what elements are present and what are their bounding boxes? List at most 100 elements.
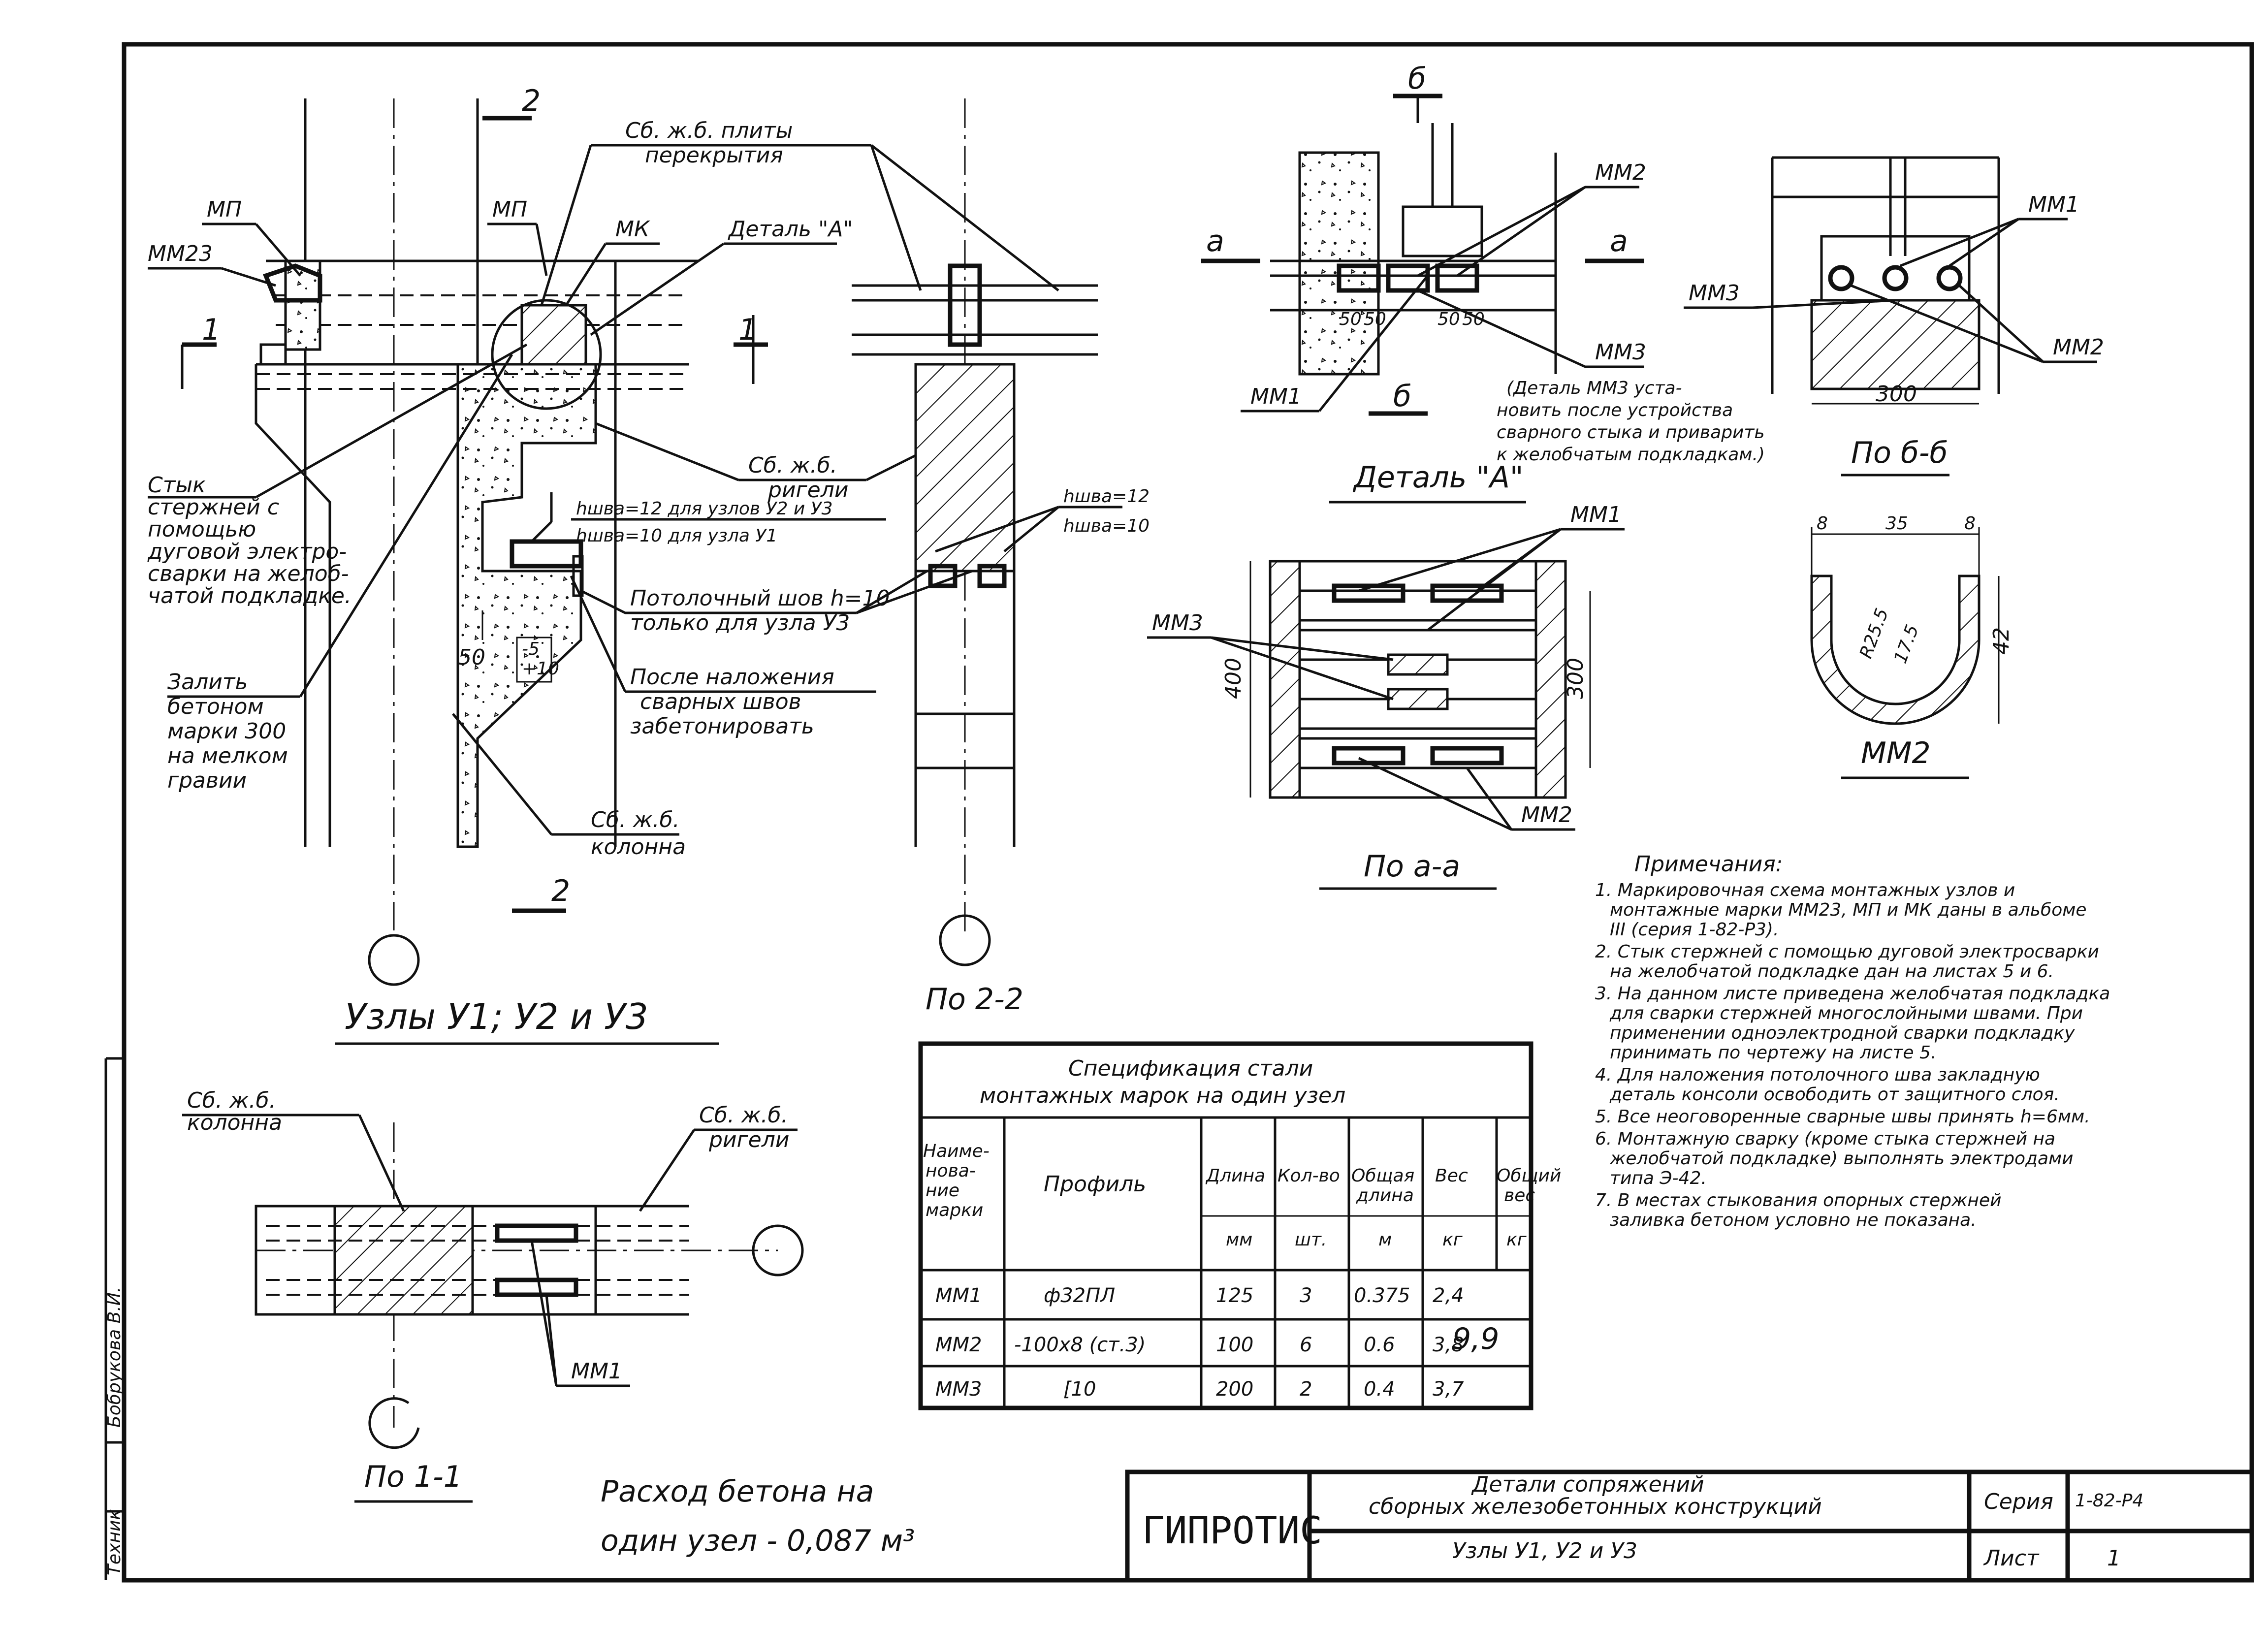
svg-text:Детали сопряжений: Детали сопряжений	[1471, 1472, 1704, 1497]
svg-text:Серия: Серия	[1984, 1489, 2053, 1514]
svg-text:Потолочный шов h=10: Потолочный шов h=10	[630, 586, 890, 611]
svg-text:Длина: Длина	[1205, 1166, 1265, 1186]
svg-text:[10: [10	[1063, 1378, 1096, 1401]
spec-table: Спецификация стали монтажных марок на од…	[918, 1041, 1561, 1410]
svg-text:35: 35	[1885, 513, 1908, 534]
svg-text:типа Э-42.: типа Э-42.	[1610, 1168, 1707, 1188]
svg-text:Сб. ж.б.: Сб. ж.б.	[591, 807, 680, 832]
svg-text:гравии: гравии	[167, 768, 247, 793]
svg-text:длина: длина	[1356, 1185, 1414, 1206]
bb-mm3: ММ3	[1689, 281, 1740, 306]
aa-title: По а-а	[1364, 849, 1460, 884]
table-row: ММ2 -100х8 (ст.3) 100 6 0.6 3,8	[935, 1334, 1464, 1356]
mm2-title: ММ2	[1861, 736, 1931, 770]
svg-text:вес: вес	[1504, 1185, 1535, 1206]
label-slab-1: Сб. ж.б. плиты	[625, 118, 793, 143]
beam-note-main: Сб. ж.б. ригели	[595, 422, 961, 503]
svg-text:кг: кг	[1506, 1230, 1527, 1250]
svg-text:Расход бетона на: Расход бетона на	[601, 1474, 874, 1509]
svg-text:Общий: Общий	[1497, 1166, 1561, 1186]
aa-mm3: ММ3	[1152, 610, 1203, 636]
svg-text:8: 8	[1964, 513, 1976, 534]
svg-text:мм: мм	[1226, 1230, 1252, 1250]
svg-text:сборных железобетонных конст: сборных железобетонных конструкций	[1369, 1494, 1822, 1519]
svg-text:После наложения: После наложения	[630, 665, 834, 690]
side-stamp: Бобрукова В.И. Техник	[104, 1057, 125, 1580]
svg-text:0.375: 0.375	[1354, 1284, 1410, 1307]
section-aa: 400 300 ММ1 ММ3 ММ2 По а-а	[1147, 502, 1625, 890]
svg-text:17.5: 17.5	[1890, 622, 1923, 666]
after-weld-note: После наложения сварных швов забетониров…	[570, 575, 876, 739]
svg-text:применении одноэлектродной сва: применении одноэлектродной сварки подкла…	[1610, 1023, 2075, 1043]
svg-text:нова-: нова-	[926, 1161, 976, 1181]
label-mp: МП	[492, 197, 527, 222]
svg-text:колонна: колонна	[591, 834, 686, 860]
aa-mm2: ММ2	[1521, 802, 1572, 828]
svg-text:Наиме-: Наиме-	[923, 1141, 990, 1161]
svg-text:0.6: 0.6	[1364, 1334, 1395, 1356]
svg-text:42: 42	[1989, 627, 2014, 655]
rib-joint	[948, 263, 982, 347]
svg-text:100: 100	[1216, 1334, 1253, 1356]
notes-block: Примечания: 1. Маркировочная схема монта…	[1595, 852, 2110, 1230]
weld-22-a: hшва=12	[1063, 486, 1150, 507]
axis-bubble-22	[939, 914, 991, 966]
svg-text:2: 2	[1300, 1378, 1312, 1401]
svg-text:один узел - 0,087 м³: один узел - 0,087 м³	[601, 1524, 915, 1558]
column-11-fill	[333, 1205, 474, 1316]
detail-a-view: б а а б 50 50 50 50 ММ2 ММ3 ММ1 (Деталь …	[1201, 62, 1765, 504]
svg-text:б: б	[1408, 62, 1426, 96]
console-plate	[510, 539, 583, 569]
svg-text:Стык: Стык	[148, 473, 206, 498]
svg-text:для сварки стержней многослойн: для сварки стержней многослойными швами.…	[1609, 1003, 2083, 1023]
concrete-consumption: Расход бетона на один узел - 0,087 м³	[601, 1474, 915, 1558]
svg-text:ние: ние	[926, 1181, 959, 1201]
aa-right-wall	[1534, 560, 1567, 799]
svg-text:ригели: ригели	[767, 478, 848, 503]
svg-text:Лист: Лист	[1983, 1546, 2040, 1571]
dim-50: 50 -5 +10	[457, 610, 559, 683]
svg-text:7. В местах стыкования опорных: 7. В местах стыкования опорных стержней	[1595, 1190, 2002, 1211]
svg-text:монтажные марки ММ23, МП и МК: монтажные марки ММ23, МП и МК даны в аль…	[1610, 900, 2087, 920]
total-weight: 9,9	[1452, 1322, 1499, 1356]
svg-text:3,7: 3,7	[1433, 1378, 1464, 1401]
column-console-fill	[456, 363, 597, 848]
svg-text:помощью: помощью	[148, 517, 256, 542]
svg-text:200: 200	[1216, 1378, 1253, 1401]
section-11-title: По 1-1	[364, 1460, 462, 1494]
axis-bubble-11-bottom	[368, 1397, 420, 1449]
notes-title: Примечания:	[1634, 852, 1783, 877]
bb-mm1: ММ1	[2028, 192, 2079, 217]
stamp-role: Техник	[104, 1509, 125, 1575]
detail-a-mm2: ММ2	[1595, 160, 1646, 185]
svg-text:125: 125	[1216, 1284, 1253, 1307]
beam-section-fill	[914, 363, 1016, 573]
title-block: ГИПРОТИС Детали сопряжений сборных желез…	[1125, 1469, 2254, 1583]
label-mm23: ММ23	[148, 241, 213, 266]
svg-text:Сб. ж.б.: Сб. ж.б.	[187, 1088, 276, 1113]
svg-text:+10: +10	[522, 659, 559, 679]
svg-text:б: б	[1393, 379, 1411, 414]
svg-text:300: 300	[1563, 658, 1588, 699]
main-node-view: 2 2 1 1 МП ММ23 МП МК Сб. ж.б. плиты пер…	[147, 84, 1059, 1045]
weld-height-note: hшва=12 для узлов У2 и У3 hшва=10 для уз…	[531, 492, 886, 546]
svg-text:3. На данном листе приведена ж: 3. На данном листе приведена желобчатая …	[1595, 984, 2110, 1004]
sec1-left: 1	[202, 313, 221, 347]
svg-text:R25.5: R25.5	[1856, 606, 1892, 661]
svg-text:50: 50	[458, 645, 485, 670]
stamp-name: Бобрукова В.И.	[104, 1287, 125, 1428]
svg-text:шт.: шт.	[1295, 1230, 1327, 1250]
svg-text:ф32ПЛ: ф32ПЛ	[1044, 1284, 1115, 1307]
section-1-1: Сб. ж.б. колонна Сб. ж.б. ригели ММ1 По …	[182, 1088, 804, 1503]
column-note-main: Сб. ж.б. колонна	[452, 713, 686, 860]
detail-a-mm1: ММ1	[1250, 384, 1302, 409]
svg-text:III (серия 1-82-Р3).: III (серия 1-82-Р3).	[1610, 920, 1779, 940]
svg-text:принимать по чертежу на листе: принимать по чертежу на листе 5.	[1610, 1043, 1936, 1063]
sheet-frame	[122, 42, 2254, 1583]
svg-text:50: 50	[1437, 309, 1460, 329]
svg-text:hшва=10 для узла У1: hшва=10 для узла У1	[576, 526, 777, 546]
svg-text:сварных швов: сварных швов	[640, 689, 801, 714]
section-bb: 300 ММ1 ММ3 ММ2 По б-б	[1684, 156, 2104, 477]
bb-mm2: ММ2	[2053, 335, 2104, 360]
joint-weld-block	[520, 304, 587, 366]
